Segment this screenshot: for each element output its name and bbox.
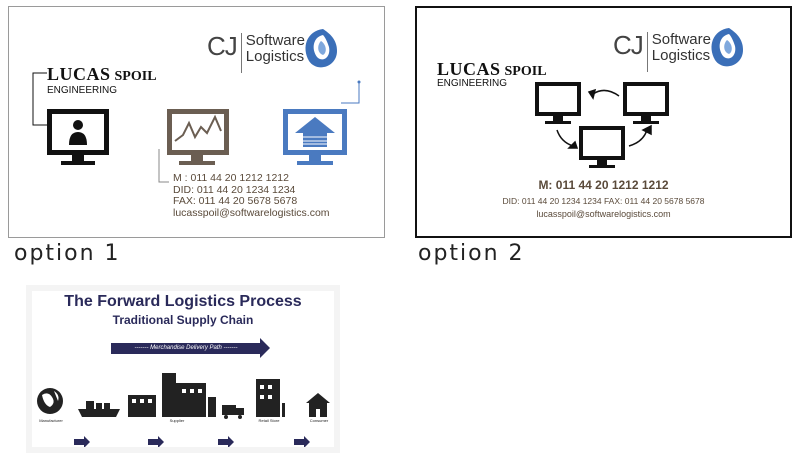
- globe-icon: [37, 388, 63, 414]
- house-icon: [306, 393, 330, 417]
- delivery-path-arrowhead: [260, 338, 270, 358]
- logo-divider: [646, 32, 648, 72]
- company-logo: CJ Software Logistics: [613, 28, 745, 72]
- factory-icon: [128, 373, 216, 417]
- delivery-path-arrow: ------- Merchandise Delivery Path ------…: [111, 343, 261, 354]
- logo-word-software: Software: [651, 31, 711, 48]
- email-line: lucasspoil@softwarelogistics.com: [536, 209, 671, 219]
- option1-graphics: [32, 72, 361, 183]
- logo-wordmark: Software Logistics: [652, 32, 711, 64]
- department: ENGINEERING: [437, 78, 508, 89]
- swirl-logo-icon: [711, 28, 743, 67]
- supply-chain-graphics: [37, 373, 330, 447]
- mobile-line: M : 011 44 20 1212 1212: [173, 172, 289, 184]
- first-name: LUCAS: [437, 59, 501, 79]
- option-1-label: option 1: [14, 241, 121, 266]
- logo-word-logistics: Logistics: [651, 47, 711, 64]
- stage-label-consumer: Consumer: [309, 418, 329, 423]
- logo-word-logistics: Logistics: [245, 48, 305, 65]
- logo-wordmark: Software Logistics: [246, 33, 305, 65]
- diagram-subtitle: Traditional Supply Chain: [112, 313, 254, 327]
- monitor-icon-left: [535, 82, 581, 124]
- connector-line-left: [32, 72, 47, 126]
- chart-monitor-icon: [167, 109, 229, 165]
- step-arrows: [74, 436, 310, 447]
- retail-store-icon: [256, 379, 285, 417]
- company-logo: CJ Software Logistics: [207, 29, 339, 73]
- cargo-ship-icon: [78, 401, 120, 417]
- stage-label-manufacturer: Manufacturer: [39, 418, 63, 423]
- step-arrow-icon: [74, 436, 90, 447]
- monitor-icon-right: [623, 82, 669, 124]
- user-monitor-icon: [47, 109, 109, 165]
- did-fax-line: DID: 011 44 20 1234 1234 FAX: 011 44 20 …: [502, 196, 705, 206]
- email-line: lucasspoil@softwarelogistics.com: [173, 206, 330, 219]
- department: ENGINEERING: [47, 85, 118, 96]
- option-2-label: option 2: [418, 241, 525, 266]
- monitor-icon-bottom: [579, 126, 625, 168]
- step-arrow-icon: [294, 436, 310, 447]
- option2-graphics: [535, 82, 669, 168]
- connector-line-right: [341, 82, 360, 104]
- contact-block-option1: M : 011 44 20 1212 1212 DID: 011 44 20 1…: [173, 172, 330, 219]
- swirl-logo-icon: [305, 29, 337, 68]
- fax-line: FAX: 011 44 20 5678 5678: [173, 195, 298, 207]
- diagram-title: The Forward Logistics Process: [64, 293, 302, 310]
- mobile-line: M: 011 44 20 1212 1212: [538, 178, 669, 192]
- did-line: DID: 011 44 20 1234 1234: [173, 183, 296, 196]
- logo-initials: CJ: [207, 31, 238, 61]
- step-arrow-icon: [218, 436, 234, 447]
- stage-label-retail-store: Retail Store: [258, 418, 280, 423]
- first-name: LUCAS: [47, 64, 111, 84]
- connector-line-middle: [158, 149, 169, 183]
- logo-word-software: Software: [245, 32, 305, 49]
- last-name: SPOIL: [114, 69, 157, 84]
- logo-initials: CJ: [613, 30, 644, 60]
- forward-logistics-diagram: The Forward Logistics Process Traditiona…: [26, 285, 340, 453]
- logo-divider: [240, 33, 242, 73]
- diagram-panel: The Forward Logistics Process Traditiona…: [32, 291, 334, 447]
- stage-label-supplier: Supplier: [169, 418, 185, 423]
- cycle-arrow-icons: [556, 88, 652, 149]
- last-name: SPOIL: [504, 64, 547, 79]
- step-arrow-icon: [148, 436, 164, 447]
- upload-monitor-icon: [283, 109, 347, 165]
- delivery-truck-icon: [222, 405, 244, 419]
